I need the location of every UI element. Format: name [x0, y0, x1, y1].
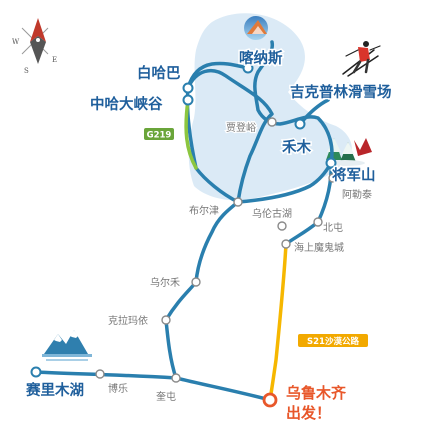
- label-hemu: 禾木: [282, 138, 311, 156]
- label-buerjin: 布尔津: [189, 204, 219, 217]
- label-wuerhe: 乌尔禾: [150, 276, 180, 289]
- stop-sailimu: [30, 366, 42, 378]
- label-kelamayi: 克拉玛依: [108, 314, 148, 327]
- label-wulumuqi: 乌鲁木齐: [286, 384, 347, 402]
- label-kuitun: 奎屯: [156, 390, 176, 403]
- baihaba-kanas-route-line: [186, 61, 250, 90]
- stop-kanas: [242, 62, 254, 74]
- start-marker-wulumuqi: [262, 392, 278, 408]
- stop-wuerhe: [191, 277, 201, 287]
- s21-badge: S21沙漠公路: [298, 334, 368, 347]
- label-jikepulin: 吉克普林滑雪场: [290, 83, 392, 101]
- label-bole: 博乐: [108, 382, 128, 395]
- label-jiadengyu: 贾登峪: [226, 121, 256, 134]
- skier-icon: [342, 41, 381, 77]
- stop-bole: [95, 369, 105, 379]
- label-zhonghadaxiagu: 中哈大峡谷: [90, 95, 163, 113]
- kanas-skier-illustration: [244, 16, 268, 40]
- stop-markers: [30, 62, 338, 383]
- stop-jiangjunshan: [325, 157, 337, 169]
- sailimu-route-line: [34, 370, 178, 380]
- compass-s: S: [24, 67, 29, 75]
- stop-hemu: [294, 118, 306, 130]
- stop-aletai: [328, 173, 338, 183]
- label-haishangmoguicheng: 海上魔鬼城: [294, 241, 344, 254]
- s21-badge-label: S21沙漠公路: [307, 336, 359, 347]
- stop-buerjin: [233, 197, 243, 207]
- label-beitun: 北屯: [323, 221, 343, 234]
- label-sailimu: 赛里木湖: [25, 381, 84, 399]
- label-jiangjunshan: 将军山: [332, 166, 376, 184]
- g219-route-segment: [184, 98, 198, 170]
- compass-icon: [21, 18, 49, 64]
- sailimu-lake-illustration: [42, 330, 92, 361]
- compass-e: E: [52, 56, 57, 64]
- stop-zhonghadaxiagu: [182, 94, 194, 106]
- g219-badge-label: G219: [147, 131, 172, 141]
- label-kanas: 喀纳斯: [239, 49, 283, 67]
- g219-badge: G219: [144, 128, 174, 141]
- kanas-region-area: [188, 13, 352, 201]
- stop-wulungu: [277, 221, 287, 231]
- s21-route-segment: [268, 242, 288, 402]
- beitun-moguicheng-route-line: [284, 220, 320, 246]
- label-wulungu: 乌伦古湖: [252, 207, 292, 220]
- compass-w: W: [12, 38, 20, 46]
- stop-kuitun: [171, 373, 181, 383]
- stop-beitun: [313, 217, 323, 227]
- stop-kelamayi: [161, 315, 171, 325]
- stop-jiadengyu: [267, 117, 277, 127]
- stop-haishangmoguicheng: [281, 239, 291, 249]
- label-aletai: 阿勒泰: [342, 188, 372, 201]
- stop-baihaba: [182, 82, 194, 94]
- label-baihaba: 白哈巴: [137, 64, 181, 82]
- label-start: 出发！: [286, 404, 331, 422]
